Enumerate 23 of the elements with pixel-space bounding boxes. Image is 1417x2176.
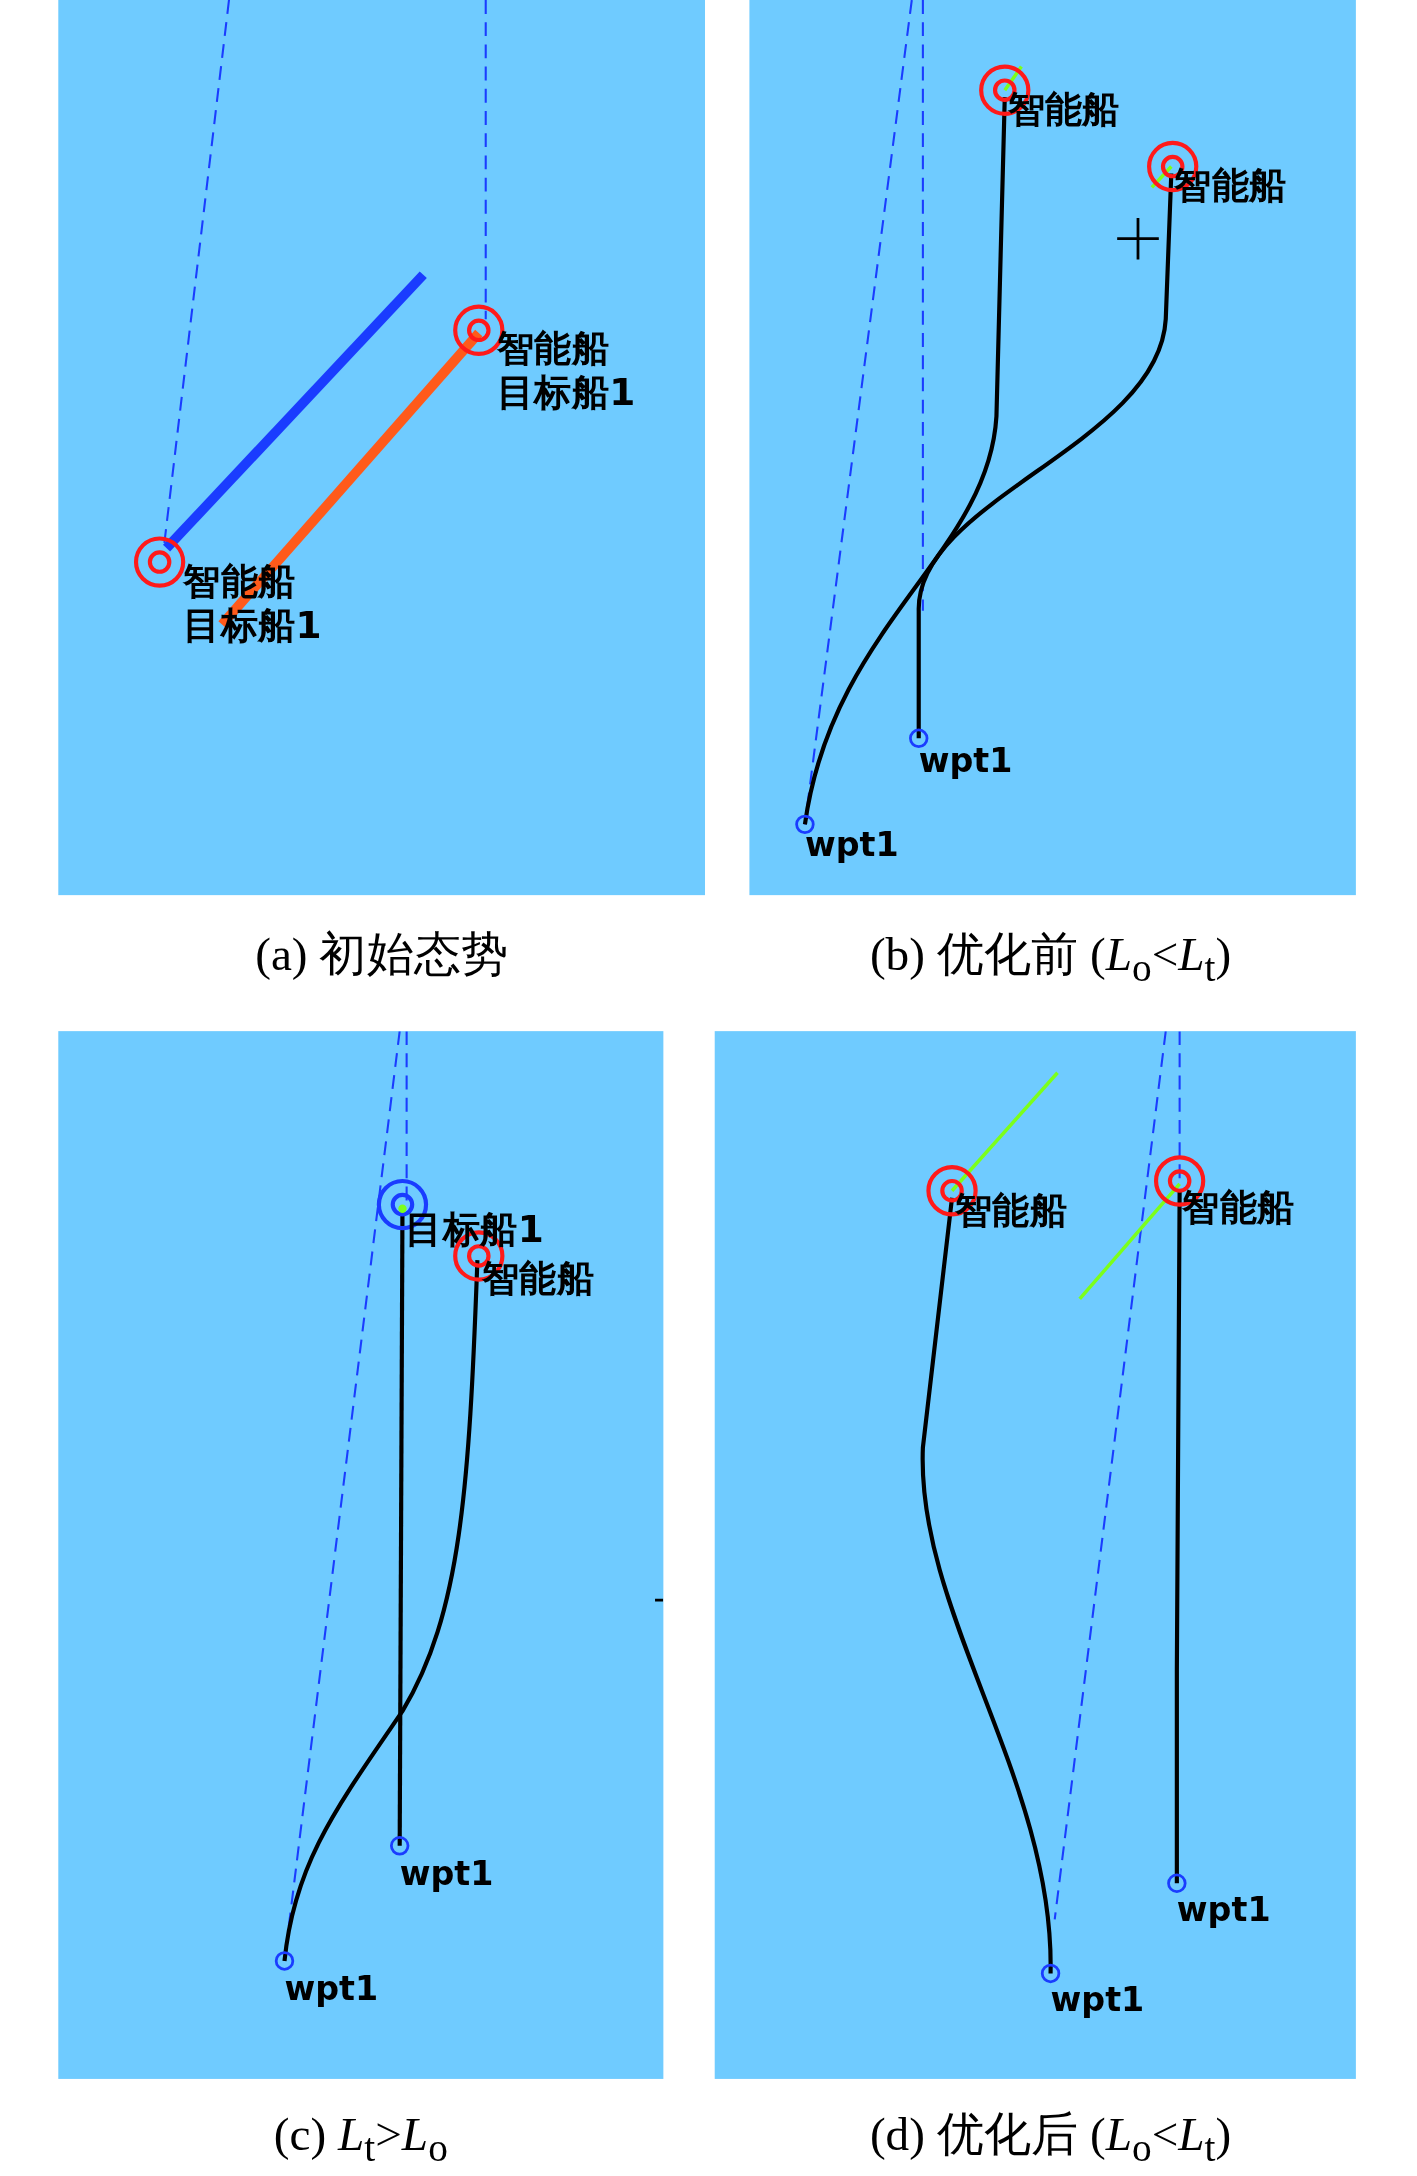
waypoint-label: wpt1 bbox=[918, 740, 1013, 782]
waypoint-label: wpt1 bbox=[1176, 1889, 1271, 1931]
simulation-panel bbox=[714, 1031, 1356, 2079]
waypoint-label: wpt1 bbox=[1050, 1979, 1145, 2021]
figure-caption: (b) 优化前 (L$_{o}$<L$_{t}$) bbox=[869, 927, 1232, 992]
ship-label: 智能船 bbox=[1182, 1186, 1295, 1229]
ship-label: 智能船 bbox=[1174, 165, 1287, 207]
ship-label: 目标船1 bbox=[496, 371, 636, 414]
ship-label: 目标船1 bbox=[405, 1208, 544, 1251]
ship-label: 目标船1 bbox=[183, 605, 322, 647]
simulation-panel bbox=[749, 0, 1356, 896]
waypoint-label: wpt1 bbox=[804, 824, 899, 866]
ship-label: 智能船 bbox=[481, 1257, 594, 1299]
ship-label: 智能船 bbox=[496, 327, 610, 370]
simulation-panel bbox=[58, 0, 705, 896]
figure-caption: (a) 初始态势 bbox=[255, 927, 509, 982]
ship-label: 智能船 bbox=[954, 1189, 1068, 1231]
simulation-panel bbox=[58, 1031, 664, 2079]
ship-label: 智能船 bbox=[1007, 88, 1120, 131]
waypoint-label: wpt1 bbox=[284, 1968, 379, 2010]
figure-caption: (d) 优化后 (L$_{o}$<L$_{t}$) bbox=[869, 2107, 1232, 2171]
figure-caption: (c) L$_{t}$>L$_{o}$ bbox=[273, 2107, 448, 2171]
waypoint-label: wpt1 bbox=[399, 1853, 494, 1895]
